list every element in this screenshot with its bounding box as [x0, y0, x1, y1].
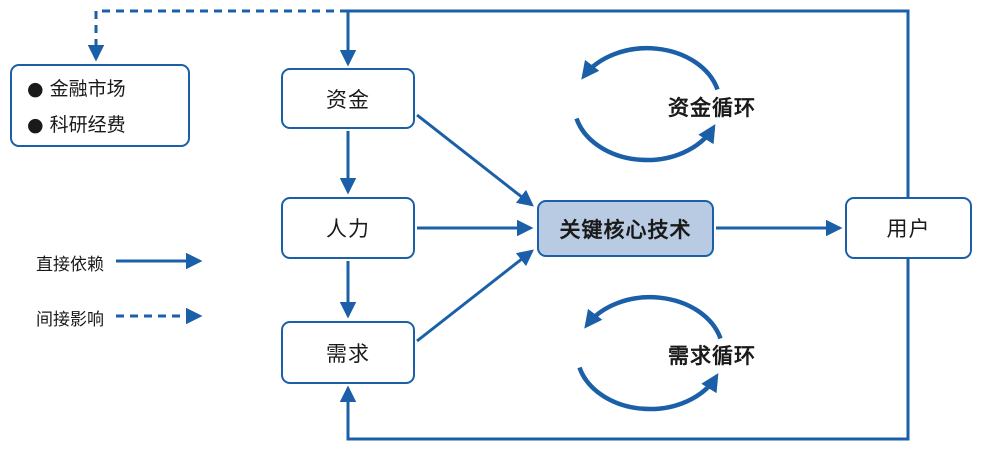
arrow-users-to-funds-loop — [339, 9, 910, 197]
box-core-technology: 关键核心技术 — [537, 200, 714, 257]
fund-cycle-label: 资金循环 — [668, 96, 756, 120]
arrow-funds-to-core — [416, 113, 534, 207]
demand-cycle-arc-bottom — [577, 366, 719, 412]
legend-indirect-label: 间接影响 — [36, 310, 104, 330]
box-funds: 资金 — [281, 68, 415, 129]
fund-cycle-arc-bottom — [574, 117, 716, 163]
arrow-users-to-demand-loop — [339, 259, 910, 441]
source-item-financial-market: ● 金融市场 — [27, 78, 126, 100]
fund-cycle-arc-top — [581, 45, 720, 91]
arrow-demand-to-core — [416, 249, 534, 343]
box-demand: 需求 — [281, 321, 415, 384]
arrow-indirect-to-sources — [87, 9, 348, 62]
demand-cycle-arc-top — [584, 294, 723, 340]
legend-direct-label: 直接依赖 — [36, 255, 104, 275]
demand-cycle-label: 需求循环 — [668, 344, 756, 368]
source-item-research-funding: ● 科研经费 — [27, 114, 126, 136]
box-manpower: 人力 — [281, 197, 415, 259]
box-financial-sources: ● 金融市场 ● 科研经费 — [10, 64, 190, 147]
box-users: 用户 — [845, 197, 972, 259]
